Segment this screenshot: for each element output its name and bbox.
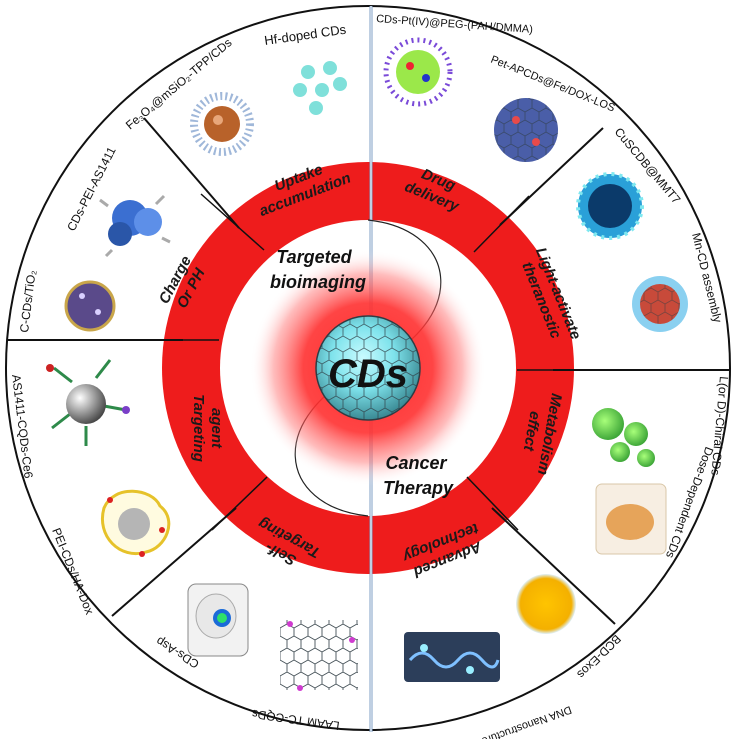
svg-text:agent: agent [208, 408, 225, 449]
therapy-label-line2: Therapy [383, 478, 454, 498]
pt-peg-nanoparticle-illustration [383, 37, 453, 107]
tio2-sphere-illustration [64, 280, 116, 332]
chiral-cds-illustration [592, 408, 655, 467]
ha-dox-illustration [101, 489, 171, 557]
dose-dependent-cell-illustration [595, 483, 667, 555]
pet-apcds-illustration [494, 98, 558, 162]
imaging-label-line2: bioimaging [270, 272, 366, 292]
cds-sphere [315, 315, 421, 421]
cds-asp-brain-illustration [187, 583, 249, 657]
laam-graphene-illustration [280, 620, 358, 691]
ce6-particle-illustration [46, 359, 130, 446]
pei-as1411-illustration [99, 194, 171, 258]
hf-cds-dots-illustration [293, 61, 347, 115]
svg-text:effect: effect [520, 410, 544, 453]
imaging-label-line1: Targeted [276, 247, 352, 267]
therapy-label-line1: Cancer [385, 453, 447, 473]
bcd-exos-illustration [516, 574, 576, 634]
mn-cd-assembly-illustration [632, 276, 688, 332]
cuscdb-nanoparticle-illustration [576, 172, 644, 240]
dna-nanostructure-illustration [404, 632, 500, 682]
segment-targeting-agent: Targeting agent [190, 394, 225, 462]
svg-text:Targeting: Targeting [190, 394, 207, 462]
fe3o4-nanoparticle-illustration [190, 92, 254, 156]
center-title: CDs [328, 352, 408, 396]
ring-dividers [162, 193, 574, 531]
